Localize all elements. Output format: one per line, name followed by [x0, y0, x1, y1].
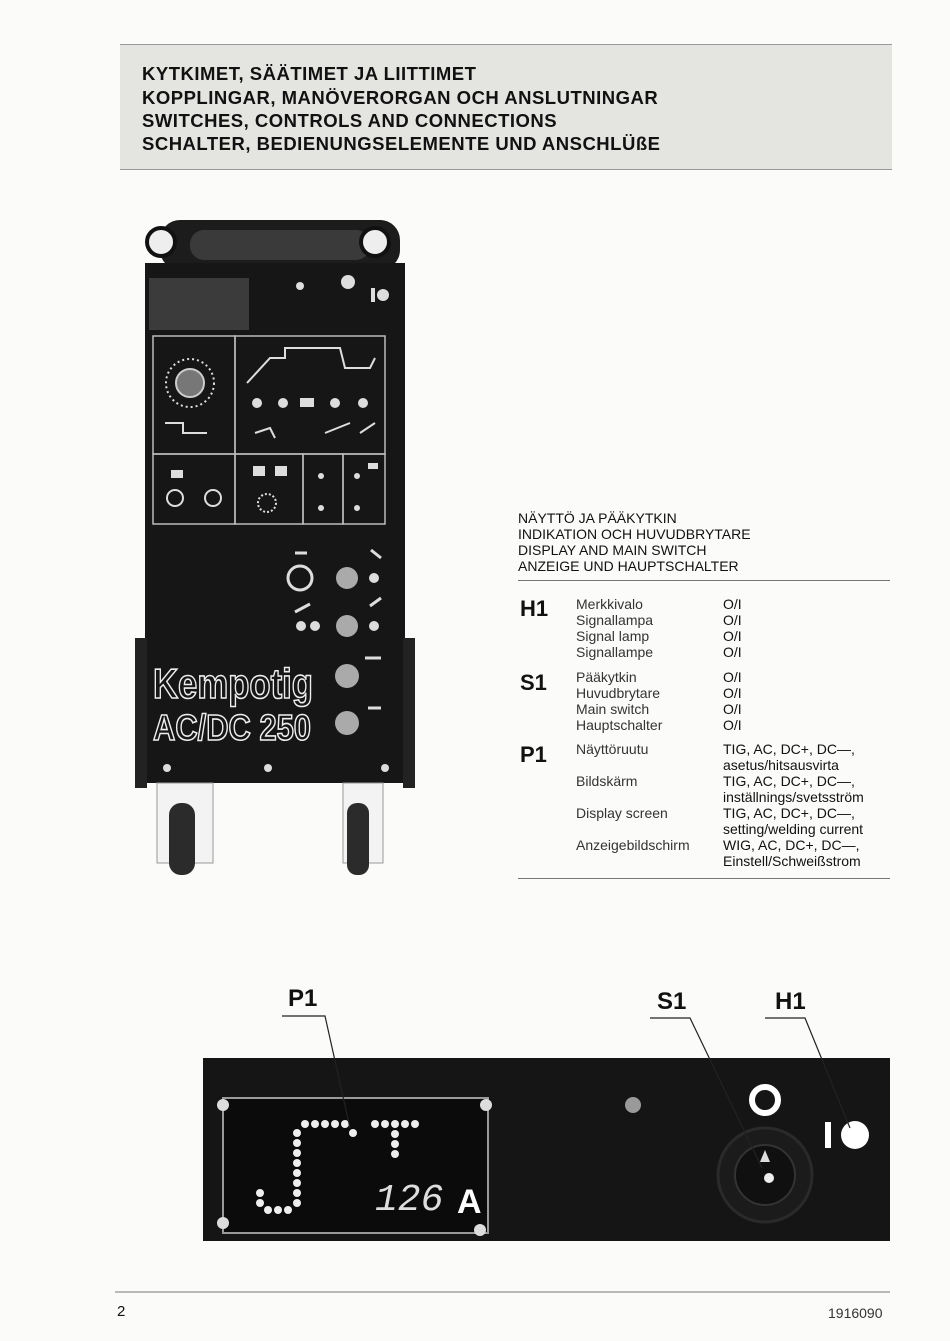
- s1-value-en: O/I: [723, 701, 742, 717]
- divider-bottom: [518, 878, 890, 879]
- display-section-headings: NÄYTTÖ JA PÄÄKYTKIN INDIKATION OCH HUVUD…: [518, 510, 890, 574]
- page-number: 2: [117, 1303, 126, 1320]
- header-line-en: SWITCHES, CONTROLS AND CONNECTIONS: [142, 110, 558, 131]
- h1-value-de: O/I: [723, 644, 742, 660]
- header-line-de: SCHALTER, BEDIENUNGSELEMENTE UND ANSCHLÜ…: [142, 133, 661, 154]
- leader-p1: [282, 1015, 351, 1129]
- p1-value2-sv: inställnings/svetsström: [723, 789, 864, 805]
- page-header: KYTKIMET, SÄÄTIMET JA LIITTIMET KOPPLING…: [120, 44, 892, 170]
- p1-value-en: TIG, AC, DC+, DC—,: [723, 805, 855, 821]
- s1-label-sv: Huvudbrytare: [576, 685, 661, 701]
- p1-label-de: Anzeigebildschirm: [576, 837, 690, 853]
- p1-value-de: WIG, AC, DC+, DC—,: [723, 837, 860, 853]
- p1-value2-de: Einstell/Schweißstrom: [723, 853, 861, 869]
- machine-drawing: Kempotig AC/DC 250: [135, 220, 415, 875]
- heading-fi: NÄYTTÖ JA PÄÄKYTKIN: [518, 510, 677, 526]
- s1-label-fi: Pääkytkin: [576, 669, 637, 685]
- h1-value-fi: O/I: [723, 596, 742, 612]
- h1-label-de: Signallampe: [576, 644, 654, 660]
- h1-value-en: O/I: [723, 628, 742, 644]
- code-h1: H1: [520, 596, 549, 621]
- switch-on-marker: [825, 1122, 831, 1148]
- header-line-sv: KOPPLINGAR, MANÖVERORGAN OCH ANSLUTNINGA…: [142, 87, 659, 108]
- header-line-fi: KYTKIMET, SÄÄTIMET JA LIITTIMET: [142, 63, 477, 84]
- machine-model: AC/DC 250: [153, 707, 311, 748]
- p1-label-sv: Bildskärm: [576, 773, 638, 789]
- machine-brand: Kempotig: [153, 660, 313, 707]
- tig-symbol: [256, 1120, 419, 1214]
- machine-illustration: Kempotig AC/DC 250: [135, 218, 420, 878]
- leader-s1: [650, 1017, 763, 1169]
- front-panel-closeup: 126 A: [203, 1058, 890, 1241]
- p1-label-en: Display screen: [576, 805, 668, 821]
- h1-label-en: Signal lamp: [576, 628, 650, 644]
- p1-value2-fi: asetus/hitsausvirta: [723, 757, 839, 773]
- display-unit: A: [457, 1183, 482, 1221]
- h1-value-sv: O/I: [723, 612, 742, 628]
- callout-s1: S1: [657, 988, 687, 1015]
- s1-value-sv: O/I: [723, 685, 742, 701]
- s1-value-fi: O/I: [723, 669, 742, 685]
- switch-off-marker: [749, 1084, 781, 1116]
- h1-label-sv: Signallampa: [576, 612, 654, 628]
- s1-value-de: O/I: [723, 717, 742, 733]
- callout-h1: H1: [775, 988, 806, 1015]
- h1-label-fi: Merkkivalo: [576, 596, 643, 612]
- callout-p1: P1: [288, 985, 318, 1012]
- heading-sv: INDIKATION OCH HUVUDBRYTARE: [518, 526, 751, 542]
- s1-label-de: Hauptschalter: [576, 717, 663, 733]
- p1-value-sv: TIG, AC, DC+, DC—,: [723, 773, 855, 789]
- display-value: 126: [375, 1179, 443, 1222]
- panel-screw: [625, 1097, 641, 1113]
- p1-label-fi: Näyttöruutu: [576, 741, 649, 757]
- code-p1: P1: [520, 742, 547, 767]
- p1-value2-en: setting/welding current: [723, 821, 864, 837]
- code-s1: S1: [520, 670, 547, 695]
- heading-de: ANZEIGE UND HAUPTSCHALTER: [518, 558, 739, 574]
- front-panel-drawing: 126 A: [217, 1084, 869, 1236]
- s1-label-en: Main switch: [576, 701, 650, 717]
- p1-value-fi: TIG, AC, DC+, DC—,: [723, 741, 855, 757]
- leader-h1: [765, 1017, 851, 1129]
- document-code: 1916090: [828, 1305, 883, 1321]
- signal-lamp: [841, 1121, 869, 1149]
- heading-en: DISPLAY AND MAIN SWITCH: [518, 542, 707, 558]
- divider-top: [518, 580, 890, 581]
